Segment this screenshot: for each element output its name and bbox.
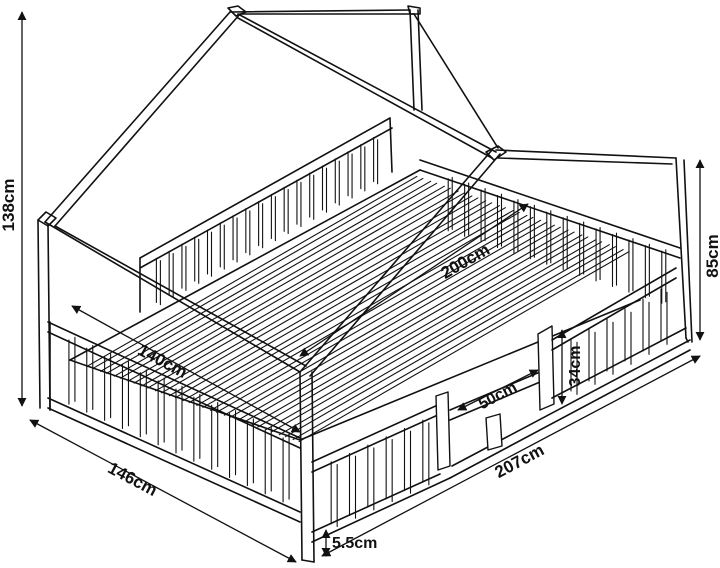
front-rail-slat bbox=[385, 436, 393, 503]
back-wall-slat bbox=[334, 158, 340, 206]
back-wall-slat bbox=[347, 151, 353, 199]
dim-line-mattress-width bbox=[71, 305, 301, 433]
right-wall-slat bbox=[595, 227, 601, 282]
front-rail-slat bbox=[228, 410, 237, 479]
back-wall-slat bbox=[309, 172, 315, 220]
back-wall-slat bbox=[219, 222, 225, 270]
right-wall-slat bbox=[628, 238, 634, 293]
front-rail-slat bbox=[121, 361, 130, 430]
front-rail-slat bbox=[264, 426, 272, 495]
label-width: 146cm bbox=[105, 458, 161, 500]
right-wall-slat bbox=[447, 176, 453, 232]
back-wall-slat bbox=[270, 193, 276, 242]
dimension-lines bbox=[17, 11, 705, 563]
front-rail-slat bbox=[246, 418, 254, 487]
front-right-rail bbox=[311, 267, 691, 543]
left-corner-post bbox=[37, 211, 57, 411]
label-leg-height: 5.5cm bbox=[332, 535, 377, 552]
back-wall-slat bbox=[232, 215, 238, 263]
right-wall-slat bbox=[546, 210, 552, 265]
label-side-height: 85cm bbox=[703, 234, 720, 277]
dim-line-opening bbox=[457, 369, 539, 411]
dim-line-width bbox=[29, 419, 297, 563]
back-wall-slat bbox=[155, 257, 161, 306]
front-rail-slat bbox=[367, 444, 375, 511]
right-wall-slat bbox=[644, 243, 650, 299]
label-opening: 50cm bbox=[476, 379, 520, 413]
back-wall-slat bbox=[258, 201, 264, 249]
right-wall-slat bbox=[529, 204, 535, 260]
front-rail-slat bbox=[403, 427, 412, 494]
back-wall-slat bbox=[283, 186, 289, 235]
back-wall-slat bbox=[360, 144, 366, 192]
front-rail-slat bbox=[422, 419, 430, 486]
front-corner-post bbox=[299, 371, 315, 563]
label-total-height: 138cm bbox=[0, 179, 18, 232]
dim-line-mattress-length bbox=[299, 203, 529, 357]
back-wall-slat bbox=[206, 229, 213, 277]
back-side-wall bbox=[139, 117, 393, 313]
back-wall-slat bbox=[296, 179, 302, 227]
front-rail-slat bbox=[139, 369, 147, 438]
front-rail-slat bbox=[348, 452, 357, 519]
front-rail-slat bbox=[330, 461, 338, 528]
dim-line-length bbox=[321, 355, 701, 557]
front-rail-slat bbox=[660, 288, 668, 345]
back-wall-slat bbox=[168, 250, 174, 299]
right-wall-slat bbox=[496, 193, 503, 249]
right-back-wall bbox=[419, 159, 681, 304]
back-wall-slat bbox=[245, 208, 251, 256]
back-wall-slat bbox=[321, 165, 328, 213]
right-wall-slat bbox=[562, 215, 568, 271]
front-rail-slat bbox=[86, 344, 94, 413]
front-rail-slat bbox=[642, 298, 650, 355]
front-rail-slat bbox=[282, 434, 290, 503]
back-wall-slat bbox=[194, 236, 200, 284]
back-wall-slat bbox=[373, 137, 379, 185]
label-rail-height: 34cm bbox=[567, 346, 584, 387]
front-rail-slat bbox=[104, 353, 112, 421]
front-rail-slat bbox=[68, 336, 76, 405]
back-wall-slat bbox=[181, 243, 187, 291]
right-wall-slat bbox=[661, 249, 667, 304]
front-rail-slat bbox=[624, 308, 632, 365]
